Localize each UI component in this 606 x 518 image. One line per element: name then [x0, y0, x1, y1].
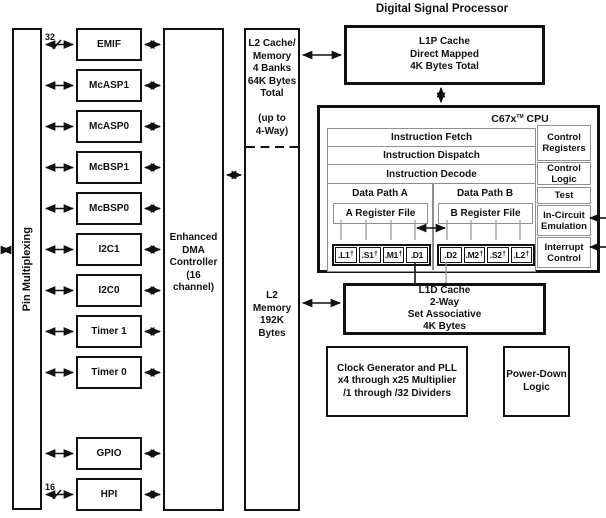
bus-slash-hpi [52, 489, 62, 500]
data-path-b-label: Data Path B [456, 188, 514, 199]
unit-l1: .L1† [335, 247, 357, 263]
l1d-cache-label: L1D Cache 2-Way Set Associative 4K Bytes [407, 285, 482, 332]
l2-cache-label: L2 Cache/ Memory 4 Banks 64K Bytes Total… [247, 38, 297, 137]
peripheral-label: GPIO [96, 448, 122, 459]
bus-slash-emif [52, 39, 62, 50]
a-register-file-box: A Register File [333, 203, 428, 224]
peripheral-label: Timer 1 [91, 326, 127, 337]
b-register-file-box: B Register File [438, 203, 533, 224]
unit-m1: .M1† [382, 247, 405, 263]
unit-d2: .D2 [440, 247, 462, 263]
power-down-logic-label: Power-Down Logic [506, 369, 567, 393]
test-box: Test [537, 187, 591, 204]
instruction-decode-row: Instruction Decode [328, 165, 535, 184]
peripheral-mcasp1: McASP1 [76, 69, 142, 102]
cpu-box: C67xTM CPU Instruction Fetch Instruction… [317, 105, 600, 273]
peripheral-emif: EMIF [76, 28, 142, 61]
control-logic-box: Control Logic [537, 162, 591, 185]
peripheral-timer0: Timer 0 [76, 356, 142, 389]
dma-controller-label: Enhanced DMA Controller (16 channel) [169, 232, 218, 294]
peripheral-label: McBSP1 [88, 162, 129, 173]
unit-d1: .D1 [406, 247, 428, 263]
control-registers-box: Control Registers [537, 125, 591, 161]
power-down-logic-box: Power-Down Logic [503, 346, 570, 417]
diagram-title: Digital Signal Processor [375, 3, 509, 15]
l1p-cache-box: L1P Cache Direct Mapped 4K Bytes Total [344, 25, 545, 85]
interrupt-control-box: Interrupt Control [537, 237, 591, 268]
dma-controller-box: Enhanced DMA Controller (16 channel) [163, 28, 224, 511]
l2-memory-label: L2 Memory 192K Bytes [252, 290, 292, 339]
cpu-title: C67xTM CPU [491, 113, 549, 125]
clock-generator-label: Clock Generator and PLL x4 through x25 M… [336, 362, 458, 399]
peripheral-mcbsp1: McBSP1 [76, 151, 142, 184]
peripheral-hpi: HPI [76, 478, 142, 511]
peripheral-i2c1: I2C1 [76, 233, 142, 266]
bus-width-hpi: 16 [45, 482, 55, 492]
peripheral-label: I2C0 [98, 285, 120, 296]
peripheral-mcbsp0: McBSP0 [76, 192, 142, 225]
peripheral-label: McASP1 [88, 80, 129, 91]
peripheral-timer1: Timer 1 [76, 315, 142, 348]
instruction-fetch-row: Instruction Fetch [328, 129, 535, 147]
peripheral-label: HPI [100, 489, 118, 500]
unit-s2: .S2† [487, 247, 509, 263]
peripheral-label: EMIF [97, 39, 121, 50]
peripheral-gpio: GPIO [76, 437, 142, 470]
a-functional-units: .L1† .S1† .M1† .D1 [332, 244, 431, 266]
unit-s1: .S1† [358, 247, 381, 263]
b-functional-units: .D2 .M2† .S2† .L2† [437, 244, 535, 266]
peripheral-mcasp0: McASP0 [76, 110, 142, 143]
peripheral-label: I2C1 [98, 244, 120, 255]
peripheral-i2c0: I2C0 [76, 274, 142, 307]
l2-memory-box: L2 Cache/ Memory 4 Banks 64K Bytes Total… [244, 28, 300, 511]
l1d-cache-box: L1D Cache 2-Way Set Associative 4K Bytes [343, 283, 546, 335]
peripheral-label: McASP0 [88, 121, 129, 132]
peripheral-label: McBSP0 [88, 203, 129, 214]
peripheral-label: Timer 0 [91, 367, 127, 378]
bus-width-emif: 32 [45, 32, 55, 42]
l1p-cache-label: L1P Cache Direct Mapped 4K Bytes Total [410, 36, 479, 73]
pin-multiplexing-box: Pin Multiplexing [12, 28, 42, 510]
unit-l2: .L2† [510, 247, 532, 263]
unit-m2: .M2† [463, 247, 485, 263]
cpu-core-block: Instruction Fetch Instruction Dispatch I… [327, 128, 536, 272]
instruction-dispatch-row: Instruction Dispatch [328, 147, 535, 165]
clock-generator-box: Clock Generator and PLL x4 through x25 M… [326, 346, 468, 417]
data-path-a-label: Data Path A [352, 188, 408, 199]
